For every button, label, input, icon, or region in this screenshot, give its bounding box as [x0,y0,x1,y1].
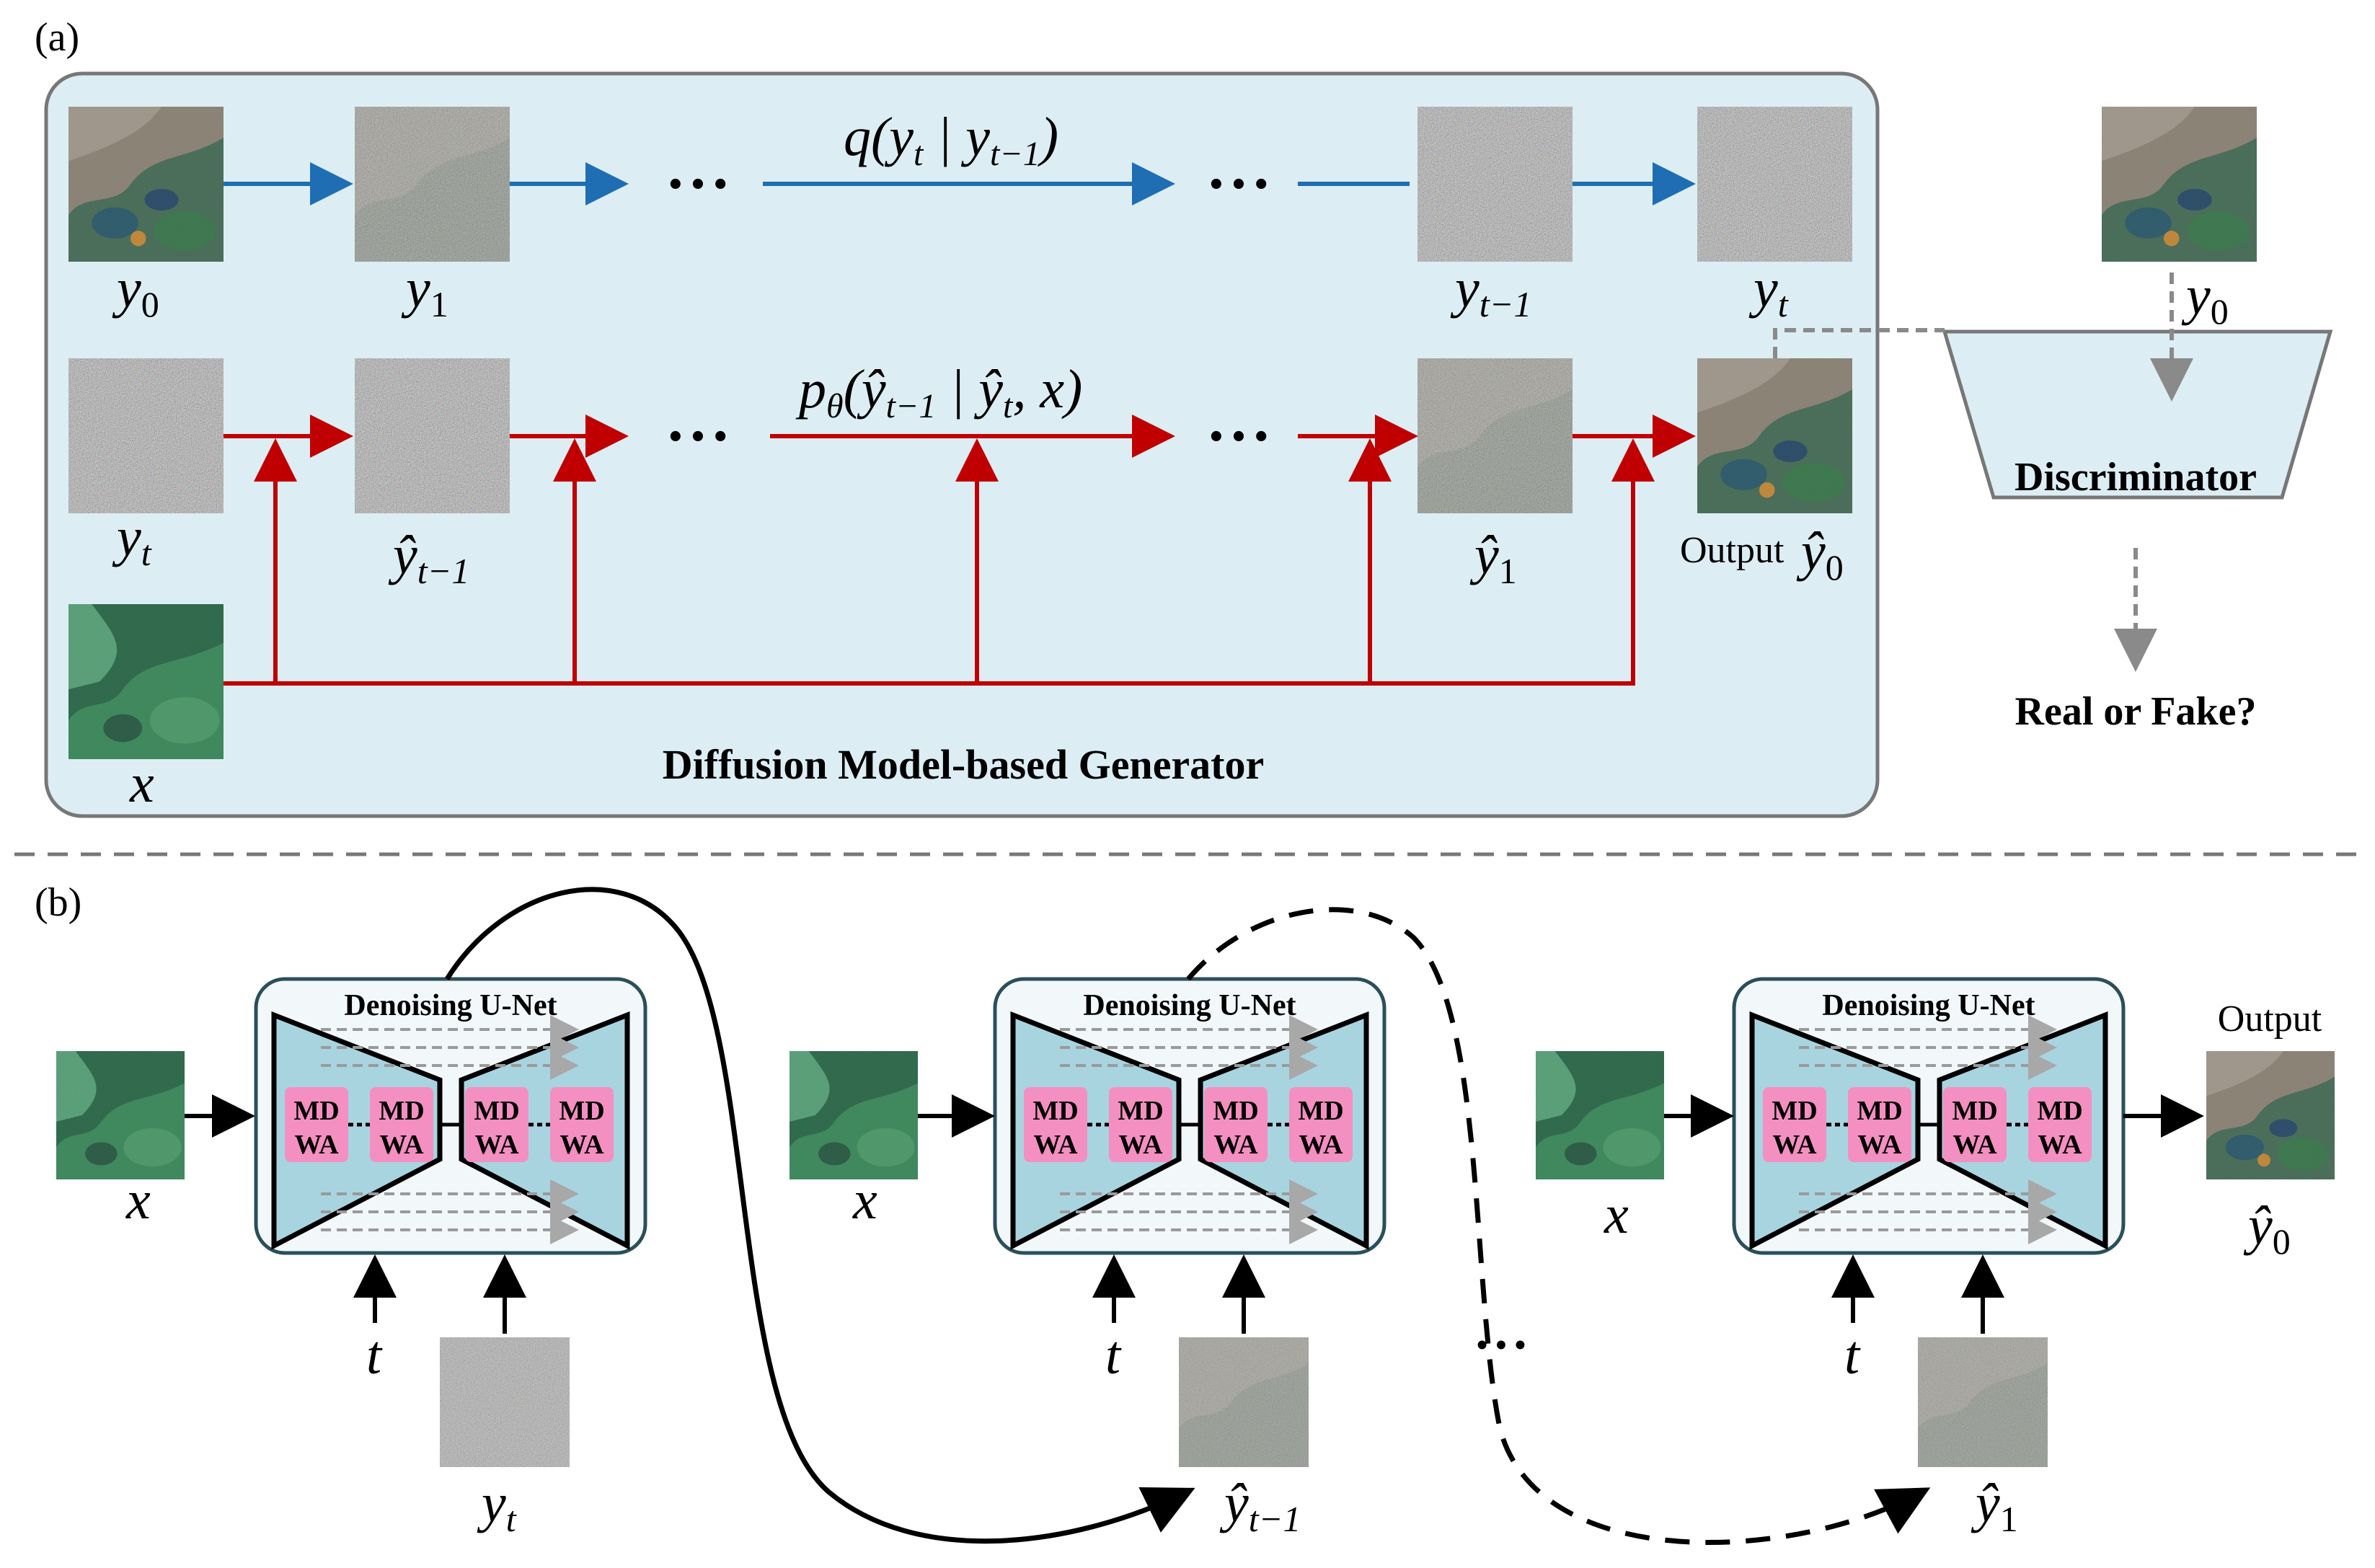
unet-2: Denoising U-Net [993,977,1386,1255]
image-yt-1 [1418,107,1573,262]
mdwa-block [1943,1087,2007,1162]
image-real-y0 [2102,107,2257,262]
mdwa-block [285,1087,348,1162]
unet-decoder [1937,1011,2108,1250]
label-b-yhat-t-1: ŷt−1 [1219,1473,1301,1539]
output-word: Output [1680,530,1784,571]
unet-encoder [1749,1011,1921,1250]
discriminator-title: Discriminator [2014,455,2257,500]
label-b-yhat1: ŷ1 [1971,1473,2018,1539]
mdwa-block [1109,1087,1172,1162]
image-b-x-3 [1536,1051,1664,1179]
unet-title: Denoising U-Net [1822,989,2035,1022]
discriminator-shape [1942,329,2333,500]
unet-encoder [271,1011,443,1250]
ellipsis-reverse-1: • • • [669,416,727,457]
image-b-yhat-t-1 [1179,1337,1309,1467]
mdwa-block [1024,1087,1087,1162]
mdwa-block [1289,1087,1353,1162]
image-row2-yt [68,358,224,513]
mdwa-block [2028,1087,2092,1162]
image-b-yhat1 [1918,1337,2048,1467]
mdwa-block [550,1087,614,1162]
generator-title: Diffusion Model-based Generator [663,741,1265,788]
image-b-x-2 [790,1051,918,1179]
panel-b-arrows [185,1094,2204,1334]
image-y0 [68,107,224,262]
unet-encoder [1010,1011,1182,1250]
label-b-x-2: x [852,1170,877,1231]
unet-1: Denoising U-Net [254,977,647,1255]
mdwa-block [370,1087,433,1162]
panel-a-label: (a) [35,15,79,60]
ellipsis-b: • • • [1477,1327,1526,1363]
ellipsis-forward-1: • • • [669,164,727,205]
label-condition-x: x [129,753,154,814]
label-row2-yhat-t-1: ŷt−1 [388,525,469,591]
image-output-yhat0 [1697,358,1852,513]
mdwa-block [1204,1087,1268,1162]
label-b-yt: yt [477,1473,517,1539]
label-t-2: t [1105,1325,1122,1386]
label-y1: y1 [401,258,448,324]
image-b-x-1 [56,1051,185,1179]
label-b-x-1: x [125,1170,151,1231]
unet-decoder [1198,1011,1369,1250]
unet-3: Denoising U-Net [1732,977,2126,1255]
image-yt [1697,107,1852,262]
image-y1 [355,107,510,262]
output-title: Output [2218,998,2322,1040]
label-b-x-3: x [1604,1184,1629,1245]
image-row2-yhat-t-1 [355,358,510,513]
reverse-process-label: pθ(ŷt−1 | ŷt, x) [795,359,1082,425]
mdwa-block [465,1087,528,1162]
label-row2-yt: yt [112,507,152,573]
label-real-y0: y0 [2181,265,2229,332]
label-t-3: t [1844,1325,1861,1386]
ellipsis-forward-2: • • • [1210,164,1268,205]
label-t-1: t [366,1325,383,1386]
unet-decoder [459,1011,630,1250]
image-b-output [2206,1051,2335,1179]
feedback-arrow-solid [445,887,1195,1544]
panel-b-label: (b) [35,880,81,925]
discriminator-dashed-arrows [1773,273,2193,672]
mdwa-block [1848,1087,1911,1162]
label-b-output: ŷ0 [2243,1195,2291,1262]
unet-title: Denoising U-Net [344,989,557,1022]
unet-title: Denoising U-Net [1083,989,1296,1022]
mdwa-block [1763,1087,1826,1162]
label-output-yhat0: ŷ0 [1796,521,1844,588]
ellipsis-reverse-2: • • • [1210,416,1268,457]
reverse-arrows [224,415,1696,686]
feedback-arrow-dashed [1186,907,1931,1546]
image-b-yt [440,1337,570,1467]
image-condition-x [68,604,224,759]
image-row2-yhat1 [1418,358,1573,513]
discriminator-question: Real or Fake? [2015,689,2257,734]
